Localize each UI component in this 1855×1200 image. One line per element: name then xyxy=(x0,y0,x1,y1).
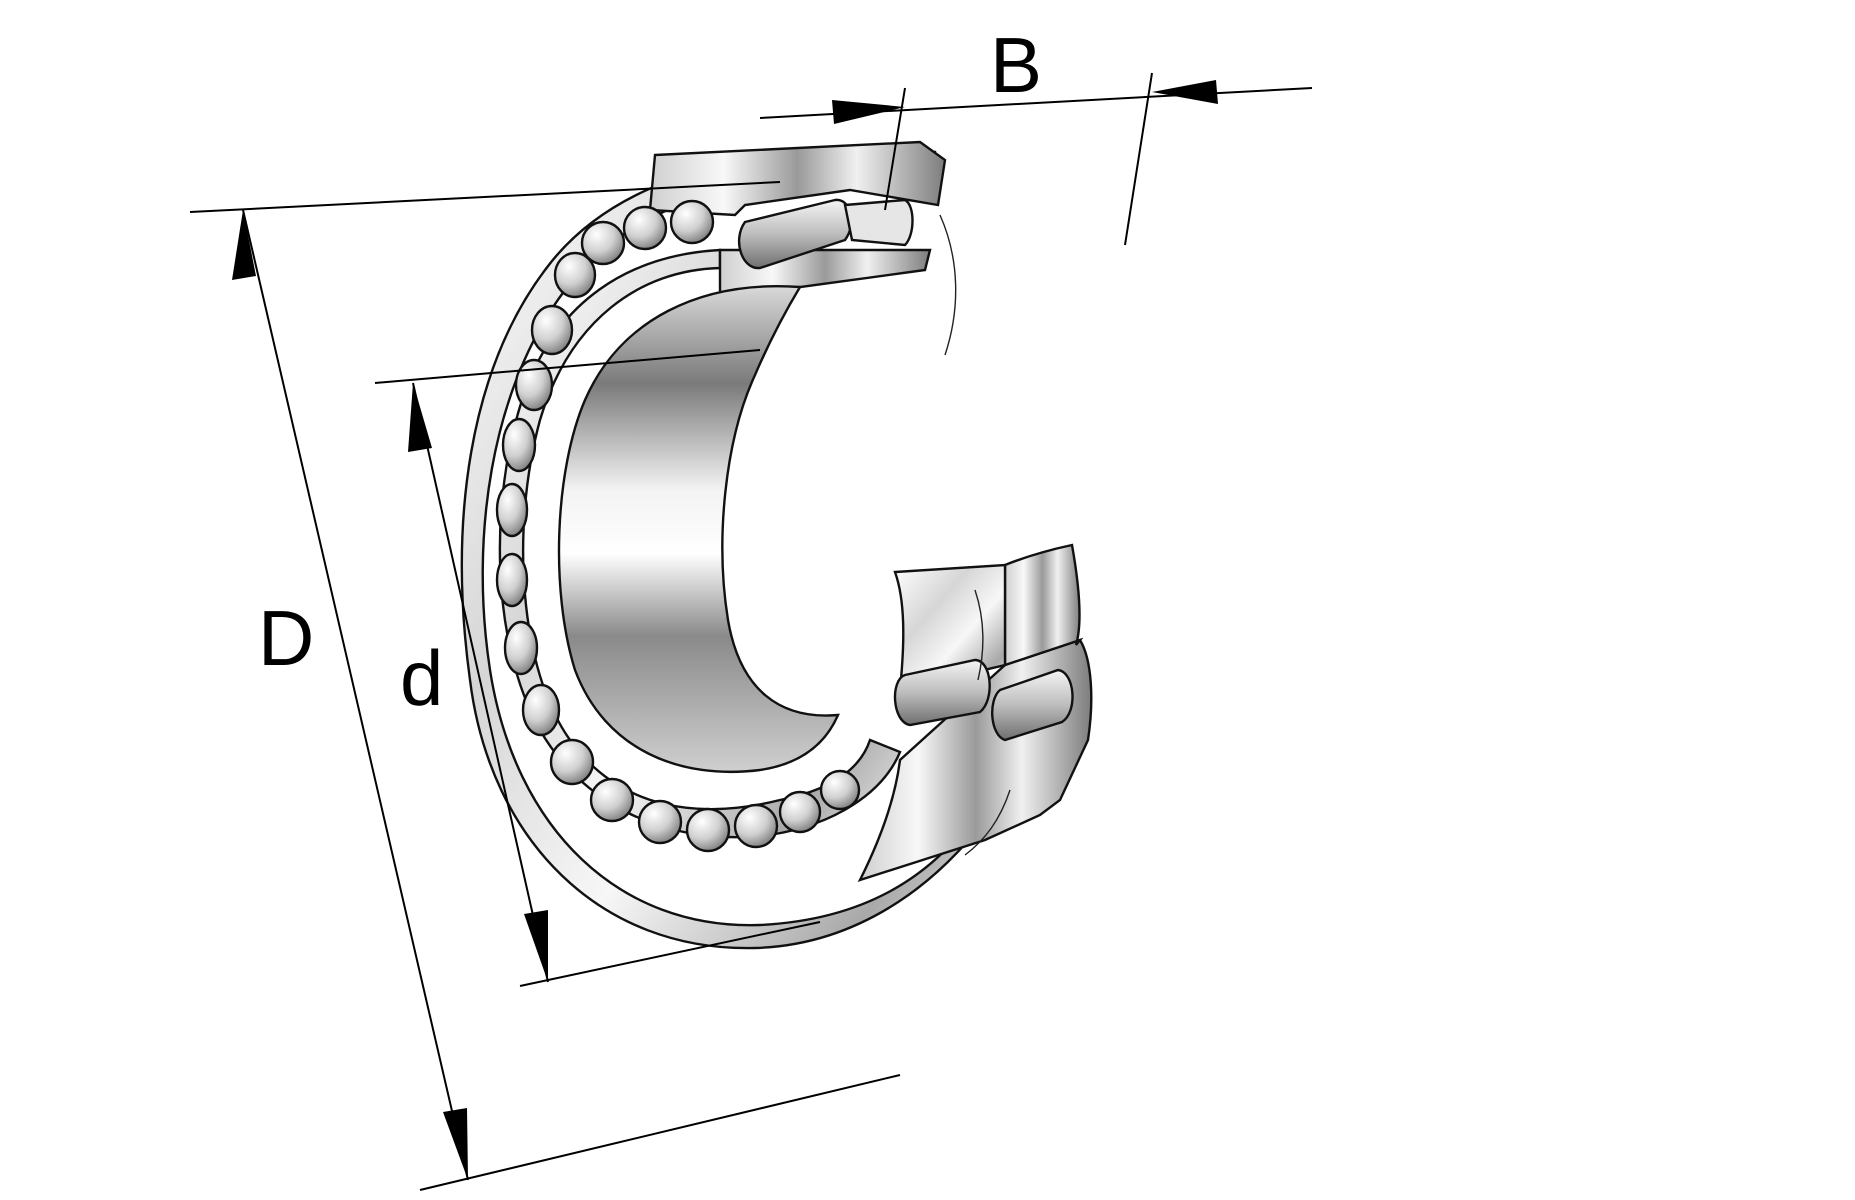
roller xyxy=(778,790,822,834)
roller xyxy=(622,205,668,251)
b-extension-right xyxy=(1124,72,1153,246)
roller-section-lower xyxy=(893,658,991,727)
bearing-illustration xyxy=(460,140,1093,950)
roller xyxy=(669,199,715,245)
d-bore-arrow-top xyxy=(408,383,432,452)
d-bore-arrow-bottom xyxy=(524,910,548,982)
groove-line xyxy=(974,589,984,681)
groove-line xyxy=(939,214,957,356)
d-outer-extension-top xyxy=(189,181,781,213)
d-outer-dimension-line xyxy=(242,209,469,1181)
roller xyxy=(553,251,597,299)
d-outer-arrow-top xyxy=(232,210,256,280)
groove-line xyxy=(964,789,1011,856)
b-arrow-left xyxy=(832,100,905,124)
roller xyxy=(514,358,554,412)
roller xyxy=(580,220,626,266)
roller xyxy=(501,417,537,473)
roller xyxy=(503,620,539,676)
roller xyxy=(521,683,561,737)
d-bore-extension-top xyxy=(374,349,761,384)
b-arrow-right xyxy=(1152,80,1218,104)
roller xyxy=(495,482,529,538)
bore xyxy=(557,285,840,774)
roller xyxy=(819,769,861,811)
roller-section-upper xyxy=(737,198,853,270)
roller-section-lower-right xyxy=(991,668,1074,742)
d-bore-extension-bottom xyxy=(519,921,821,987)
b-extension-left xyxy=(884,87,906,211)
roller xyxy=(589,777,635,823)
d-bore-dimension-line xyxy=(412,382,549,983)
roller xyxy=(685,807,731,853)
cage-section-upper xyxy=(843,198,914,247)
label-bore-diameter-d: d xyxy=(400,634,443,722)
d-outer-arrow-bottom xyxy=(443,1108,468,1180)
roller xyxy=(495,552,529,608)
dimension-lines xyxy=(189,72,1313,1191)
roller xyxy=(549,738,595,786)
label-width-b: B xyxy=(990,21,1042,109)
roller xyxy=(530,304,574,356)
inner-ring-lower-section xyxy=(1003,543,1084,667)
d-outer-extension-bottom xyxy=(419,1074,901,1191)
roller xyxy=(733,803,779,849)
roller-row-upper xyxy=(495,199,861,853)
label-outer-diameter-d: D xyxy=(258,594,314,682)
roller xyxy=(637,799,683,845)
